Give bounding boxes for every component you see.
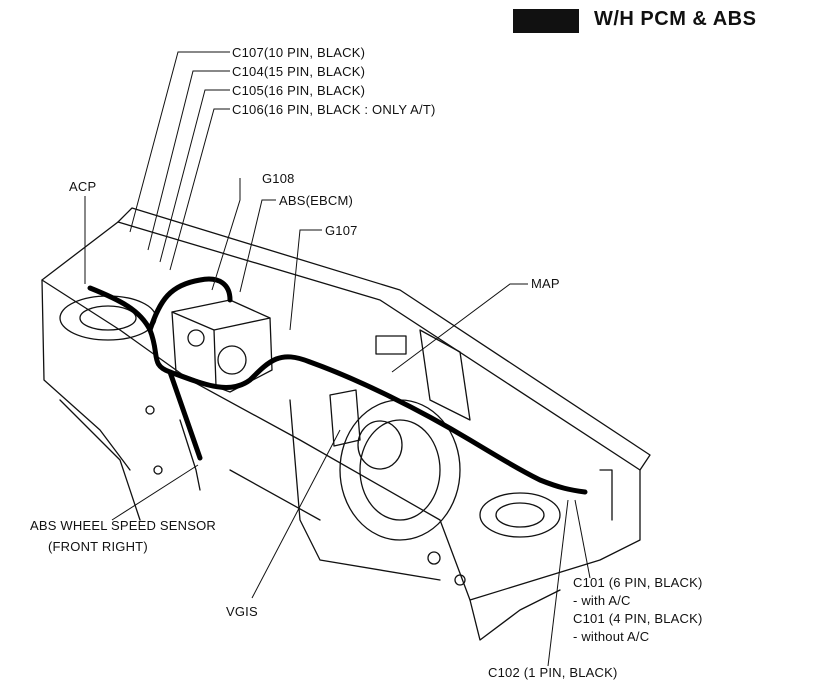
leader-map (391, 283, 528, 373)
label-c101-with-ac: - with A/C (573, 593, 631, 608)
leader-c101 (574, 499, 591, 579)
leader-c105 (159, 89, 230, 263)
label-abs-sensor-line1: ABS WHEEL SPEED SENSOR (30, 518, 216, 533)
label-abs-ebcm: ABS(EBCM) (279, 193, 354, 208)
label-c101-without-ac: - without A/C (573, 629, 650, 644)
label-c105: C105(16 PIN, BLACK) (232, 83, 366, 98)
label-abs-sensor-line2: (FRONT RIGHT) (48, 539, 148, 554)
label-c102: C102 (1 PIN, BLACK) (488, 665, 618, 680)
diagram-title: W/H PCM & ABS (594, 8, 757, 30)
map-sensor (375, 335, 407, 355)
leader-c104 (147, 70, 230, 251)
label-vgis: VGIS (226, 604, 258, 619)
label-g108: G108 (262, 171, 295, 186)
main-harness (87, 285, 588, 495)
leader-g107 (289, 229, 322, 331)
label-g107: G107 (325, 223, 358, 238)
label-c106: C106(16 PIN, BLACK : ONLY A/T) (232, 102, 436, 117)
label-acp: ACP (69, 179, 97, 194)
leader-g108 (211, 178, 241, 291)
harness-branch-connectors (147, 276, 233, 333)
label-c101-4pin: C101 (4 PIN, BLACK) (573, 611, 703, 626)
label-map: MAP (531, 276, 560, 291)
header-black-badge (513, 9, 579, 33)
leader-vgis (251, 429, 341, 599)
right-wheel-well (479, 492, 561, 538)
label-c107: C107(10 PIN, BLACK) (232, 45, 366, 60)
leader-c102 (547, 499, 569, 667)
vgis-body (329, 389, 361, 447)
label-c104: C104(15 PIN, BLACK) (232, 64, 366, 79)
leader-abs-ebcm (239, 199, 276, 293)
leader-abs-sensor (111, 464, 199, 521)
leader-c106 (169, 108, 230, 271)
label-c101-6pin: C101 (6 PIN, BLACK) (573, 575, 703, 590)
firewall-outline (41, 221, 641, 601)
harness-branch-sensor (167, 369, 203, 461)
leader-c107 (129, 51, 230, 233)
